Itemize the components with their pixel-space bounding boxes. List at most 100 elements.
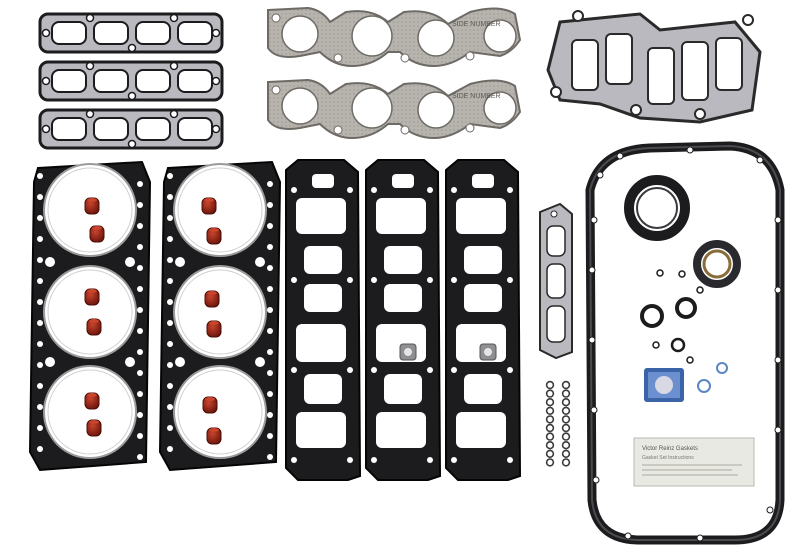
bolt-hole xyxy=(127,91,137,101)
water-passage xyxy=(167,383,173,389)
water-passage xyxy=(167,215,173,221)
small-oring xyxy=(545,441,555,450)
water-passage xyxy=(137,202,143,208)
intake-port xyxy=(312,174,334,188)
water-passage xyxy=(37,446,43,452)
cylinder-bore xyxy=(173,265,267,359)
bolt-hole xyxy=(85,61,95,71)
intake-port xyxy=(296,324,346,362)
bolt-hole xyxy=(347,457,353,463)
cylinder-bore xyxy=(43,265,137,359)
water-passage xyxy=(267,181,273,187)
small-oring xyxy=(545,458,555,467)
intake-manifold-gasket xyxy=(445,159,522,481)
small-oring xyxy=(561,423,571,433)
plenum-gasket xyxy=(38,12,224,54)
water-passage xyxy=(37,173,43,179)
oring xyxy=(670,337,686,353)
bolt-hole xyxy=(371,277,377,283)
exhaust-gasket-upper: SIDE NUMBER xyxy=(267,6,522,68)
water-passage xyxy=(37,257,43,263)
bolt-hole xyxy=(451,457,457,463)
head-bolt-hole xyxy=(175,257,185,267)
water-passage xyxy=(167,194,173,200)
small-oring xyxy=(561,380,571,390)
small-oring xyxy=(561,415,571,424)
water-passage xyxy=(167,278,173,284)
water-passage xyxy=(267,412,273,418)
intake-port xyxy=(304,284,342,312)
water-passage xyxy=(267,391,273,397)
intake-port xyxy=(296,412,346,448)
intake-port xyxy=(296,198,346,234)
bolt-hole xyxy=(127,139,137,149)
bolt-hole xyxy=(507,277,513,283)
pan-bolt-hole xyxy=(766,506,774,514)
bolt-hole xyxy=(507,367,513,373)
oring xyxy=(656,269,664,277)
bolt-hole xyxy=(291,367,297,373)
water-passage xyxy=(167,446,173,452)
bolt-hole xyxy=(85,109,95,119)
label-line: Victor Reinz Gaskets xyxy=(642,446,698,452)
intake-port xyxy=(392,174,414,188)
bolt-hole xyxy=(291,187,297,193)
water-passage xyxy=(137,433,143,439)
intake-port xyxy=(472,174,494,188)
water-passage xyxy=(167,236,173,242)
water-passage xyxy=(37,194,43,200)
bolt-hole xyxy=(211,28,221,38)
water-passage xyxy=(167,173,173,179)
oring xyxy=(640,304,664,328)
small-oring xyxy=(545,406,555,415)
water-outlet-gasket xyxy=(539,202,573,360)
head-gasket xyxy=(28,160,152,472)
bolt-hole xyxy=(127,43,137,53)
oring xyxy=(652,341,660,349)
oring xyxy=(686,356,694,364)
bolt-hole xyxy=(451,367,457,373)
pan-bolt-hole xyxy=(696,534,704,542)
pan-oring-group xyxy=(640,269,728,393)
bolt-hole xyxy=(41,76,51,86)
water-passage xyxy=(137,223,143,229)
plenum-port xyxy=(51,117,87,141)
pan-bolt-hole xyxy=(588,336,596,344)
water-passage xyxy=(167,425,173,431)
water-passage xyxy=(167,257,173,263)
instruction-label: Victor Reinz Gaskets Gasket Set Instruct… xyxy=(633,437,755,487)
cylinder-bore xyxy=(173,365,267,459)
bolt-hole xyxy=(427,367,433,373)
oring xyxy=(697,379,711,393)
head-bolt-hole xyxy=(125,357,135,367)
exhaust-gasket-lower: SIDE NUMBER xyxy=(267,78,522,140)
small-oring xyxy=(561,449,571,458)
water-passage xyxy=(137,265,143,271)
plenum-gasket-group xyxy=(38,12,224,150)
water-passage xyxy=(267,328,273,334)
water-passage xyxy=(167,320,173,326)
blue-sticker xyxy=(644,368,684,402)
bolt-hole xyxy=(41,28,51,38)
bolt-hole xyxy=(169,109,179,119)
bolt-hole xyxy=(371,457,377,463)
intake-gasket-group xyxy=(285,159,522,481)
pan-bolt-hole xyxy=(774,356,782,364)
pan-bolt-hole xyxy=(588,266,596,274)
intake-port xyxy=(464,284,502,312)
water-passage xyxy=(37,404,43,410)
water-passage xyxy=(137,307,143,313)
plenum-port xyxy=(93,69,129,93)
front-crank-seal xyxy=(693,240,741,288)
small-oring xyxy=(561,432,571,441)
water-passage xyxy=(267,244,273,250)
plenum-port xyxy=(177,69,213,93)
rear-main-seal xyxy=(624,175,690,241)
pan-bolt-hole xyxy=(624,532,632,540)
water-passage xyxy=(267,286,273,292)
water-passage xyxy=(167,404,173,410)
intake-port xyxy=(456,198,506,234)
bolt-hole xyxy=(507,457,513,463)
small-oring xyxy=(561,458,571,467)
small-oring-group xyxy=(545,380,571,467)
